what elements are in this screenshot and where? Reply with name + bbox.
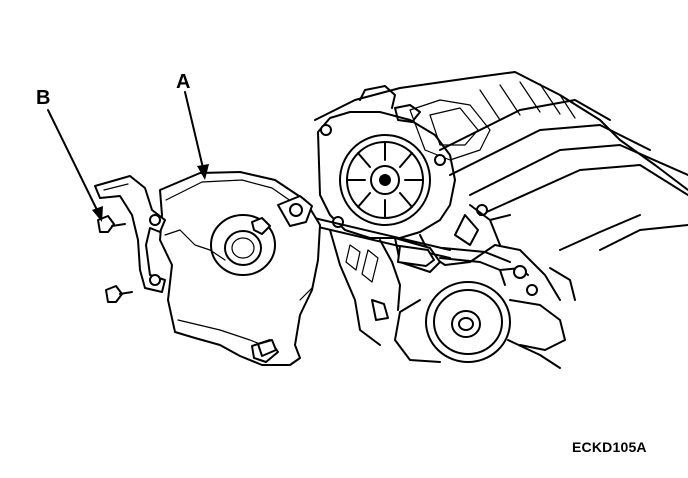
tension-rod — [279, 209, 451, 267]
cover-bracket — [94, 175, 166, 293]
engine-block — [314, 71, 688, 369]
bracket-bolts — [97, 215, 133, 303]
figure-code: ECKD105A — [572, 439, 647, 455]
callout-label-a: A — [176, 71, 191, 93]
leader-arrow-b — [47, 109, 103, 222]
leader-arrow-a — [184, 91, 209, 180]
callout-label-b: B — [36, 87, 51, 109]
timing-cover — [159, 171, 321, 366]
